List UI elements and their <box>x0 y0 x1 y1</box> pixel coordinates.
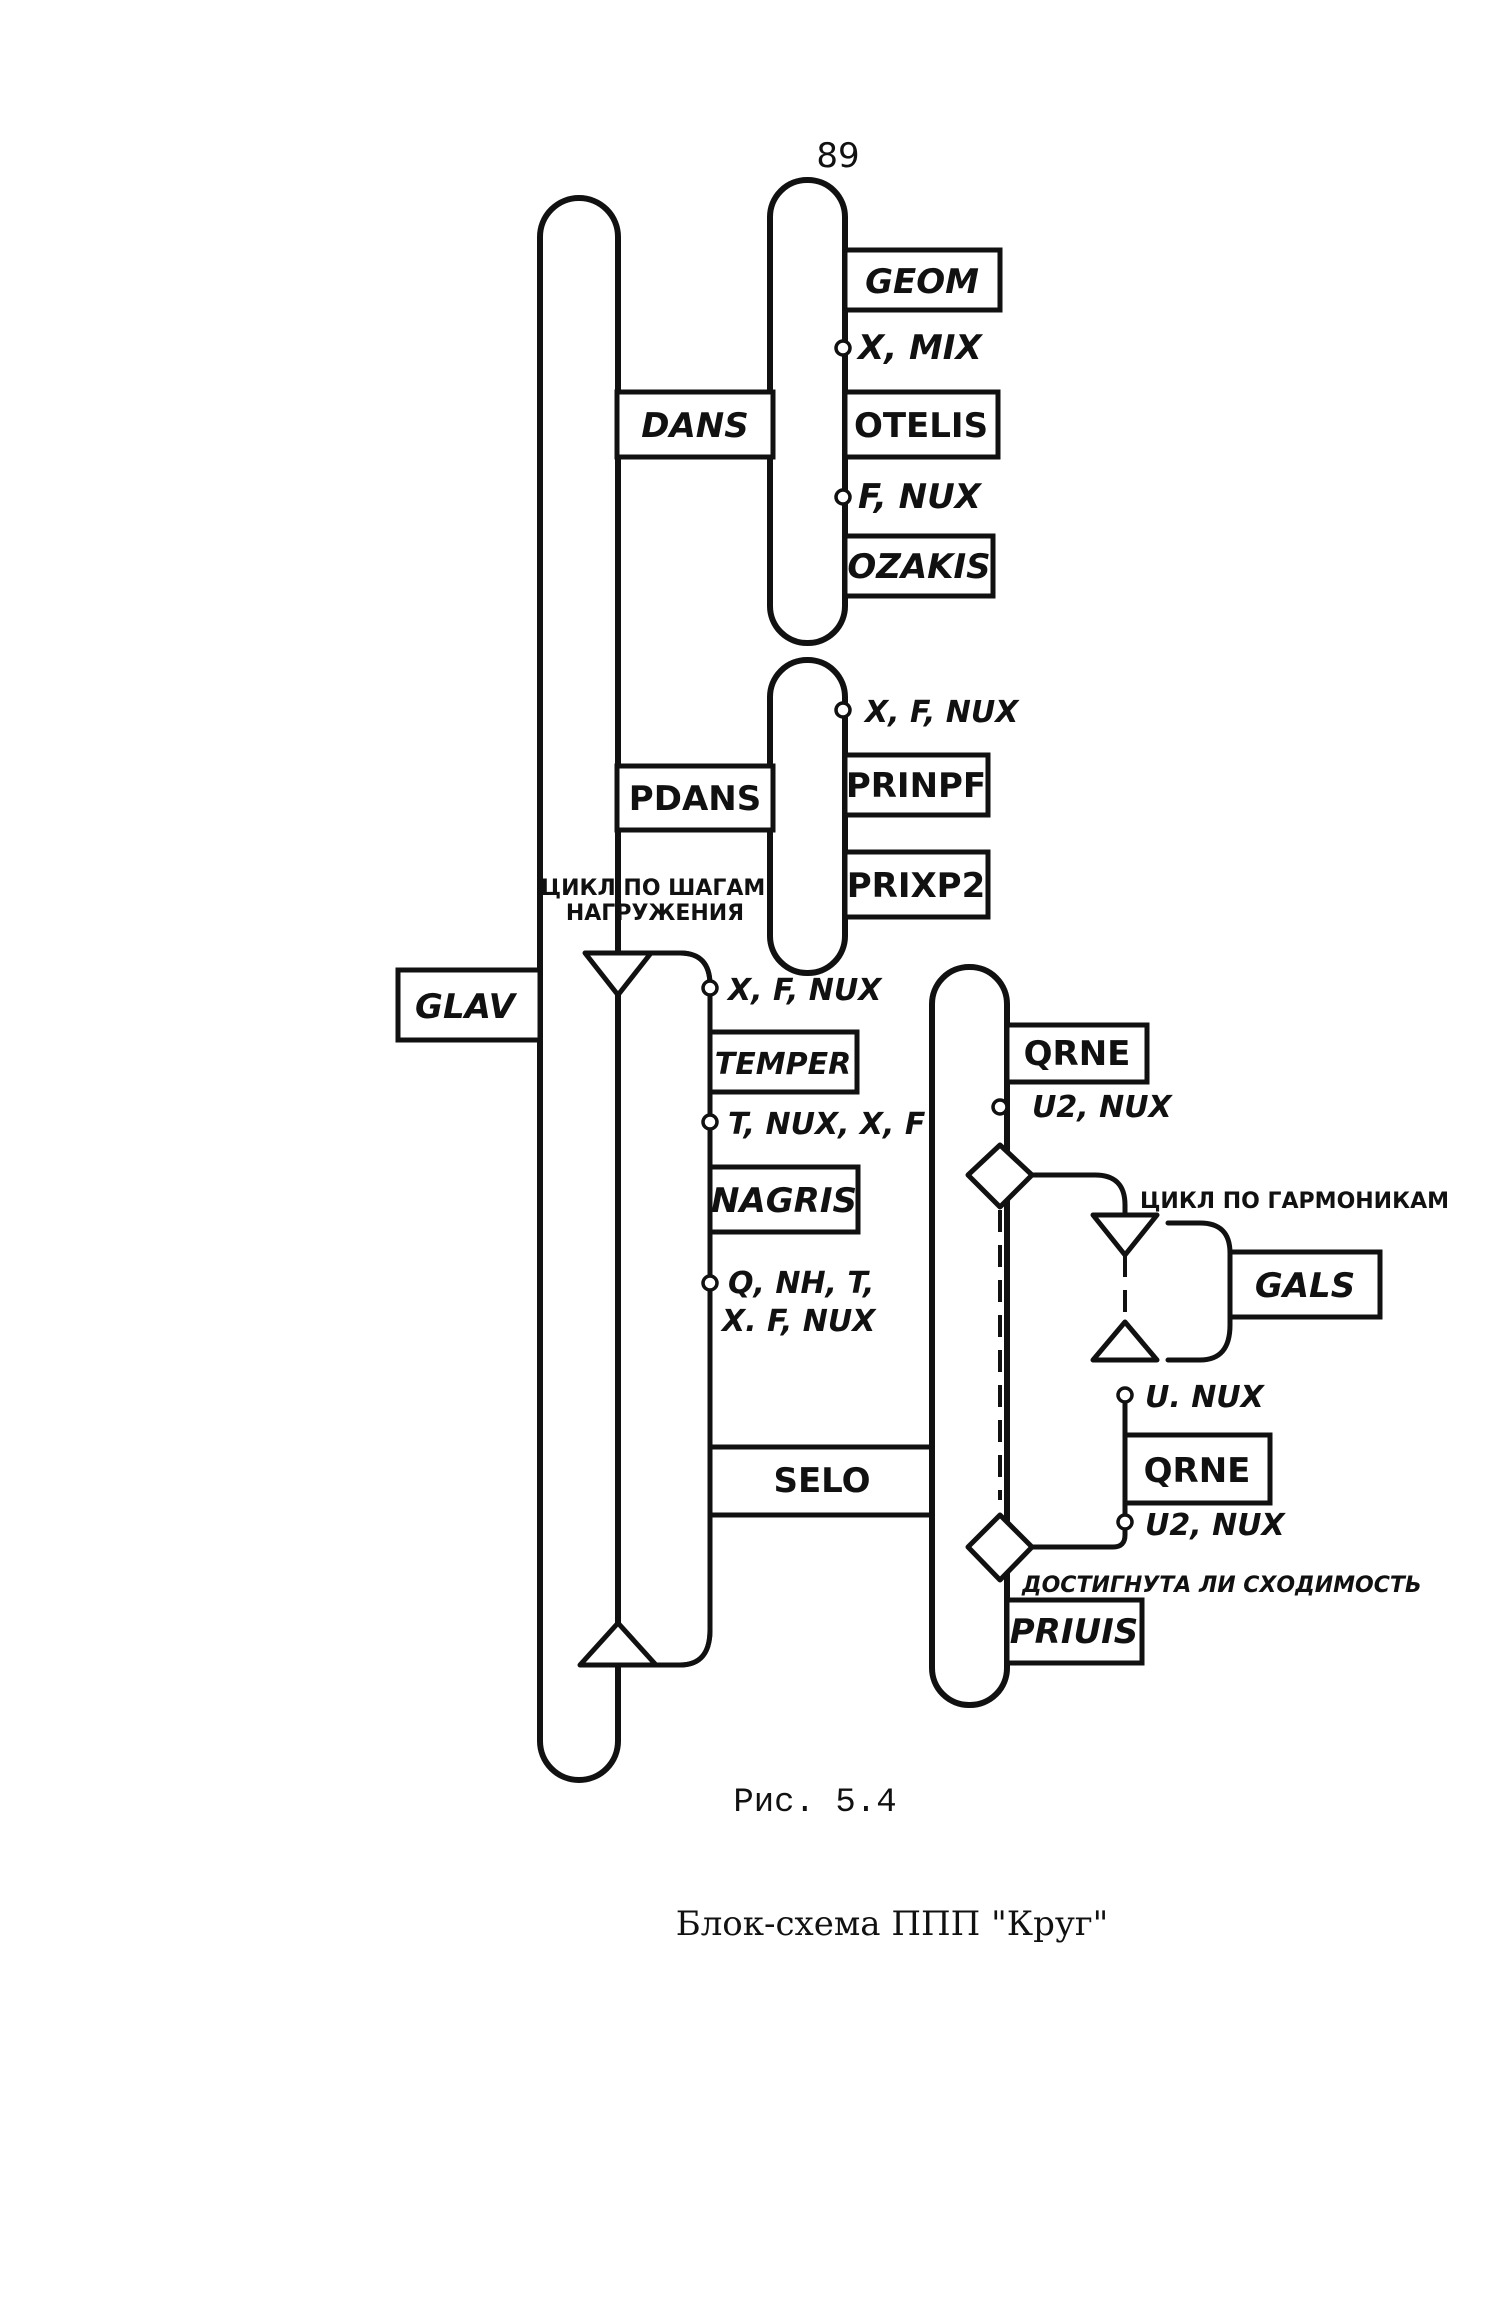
block-prinpf: PRINPF <box>842 752 991 818</box>
loop-end-triangle <box>577 1620 659 1668</box>
block-prixp2-label: PRIXP2 <box>847 866 986 906</box>
block-nagris: NAGRIS <box>707 1164 861 1235</box>
selo-module <box>929 964 1010 1708</box>
param-u2-nux-top: U2, NUX <box>1032 1090 1174 1125</box>
port-dot <box>834 488 852 506</box>
block-dans-label: DANS <box>641 406 748 446</box>
figure-title: Блок-схема ППП "Круг" <box>676 1904 1109 1944</box>
param-x-f-nux-glav: X, F, NUX <box>726 973 883 1008</box>
block-qrne-top-label: QRNE <box>1024 1034 1131 1074</box>
block-otelis: OTELIS <box>842 389 1001 460</box>
param-f-nux: F, NUX <box>858 477 983 517</box>
block-selo: SELO <box>773 1461 870 1501</box>
block-priuis-label: PRIUIS <box>1010 1612 1139 1652</box>
block-priuis: PRIUIS <box>1004 1597 1145 1666</box>
port-dot <box>834 701 852 719</box>
glav-module <box>537 195 621 1783</box>
figure-caption: Рис. 5.4 <box>733 1784 896 1822</box>
note-convergence: ДОСТИГНУТА ЛИ СХОДИМОСТЬ <box>1021 1573 1422 1598</box>
block-ozakis-label: OZAKIS <box>847 547 990 587</box>
block-glav: GLAV <box>395 967 543 1043</box>
block-gals: GALS <box>1227 1249 1383 1320</box>
param-x-f-nux-pdans: X, F, NUX <box>863 695 1020 730</box>
port-dot <box>991 1098 1009 1116</box>
decision-diamond-bottom <box>965 1512 1035 1583</box>
block-prixp2: PRIXP2 <box>842 849 991 920</box>
note-load-loop-line1: ЦИКЛ ПО ШАГАМ <box>541 876 766 901</box>
param-t-nux-x-f: T, NUX, X, F <box>728 1107 926 1142</box>
block-dans: DANS <box>614 389 776 460</box>
port-dot <box>701 979 719 997</box>
block-qrne-top: QRNE <box>1004 1022 1150 1085</box>
block-otelis-label: OTELIS <box>854 406 988 446</box>
pdans-module <box>767 657 848 976</box>
dans-module <box>767 177 848 646</box>
page-number: 89 <box>816 136 859 176</box>
param-q-nh-t-line1: Q, NH, T, <box>728 1266 874 1301</box>
block-geom-label: GEOM <box>865 262 979 302</box>
port-dot <box>1116 1386 1134 1404</box>
harmonic-loop-start-triangle <box>1090 1212 1160 1258</box>
param-x-mix: X, MIX <box>856 328 983 368</box>
harmonic-loop-end-triangle <box>1090 1319 1160 1363</box>
block-nagris-label: NAGRIS <box>711 1181 857 1221</box>
block-geom: GEOM <box>842 247 1003 313</box>
port-dot <box>834 339 852 357</box>
decision-diamond-top <box>965 1142 1035 1210</box>
port-dot <box>701 1113 719 1131</box>
port-dot <box>1116 1513 1134 1531</box>
param-u2-nux-bottom: U2, NUX <box>1145 1508 1287 1543</box>
note-load-loop-line2: НАГРУЖЕНИЯ <box>566 901 744 926</box>
block-gals-label: GALS <box>1255 1266 1355 1306</box>
block-temper: TEMPER <box>707 1029 860 1095</box>
param-q-nh-t-line2: X. F, NUX <box>720 1304 877 1339</box>
block-qrne-bottom: QRNE <box>1122 1432 1273 1506</box>
block-pdans: PDANS <box>614 763 776 833</box>
block-ozakis: OZAKIS <box>842 533 996 599</box>
block-glav-label: GLAV <box>415 987 518 1027</box>
param-u-nux: U. NUX <box>1145 1380 1266 1415</box>
block-pdans-label: PDANS <box>629 779 761 819</box>
note-harmonic-loop: ЦИКЛ ПО ГАРМОНИКАМ <box>1140 1189 1449 1214</box>
block-prinpf-label: PRINPF <box>846 766 986 806</box>
block-selo-label: SELO <box>773 1461 870 1501</box>
loop-start-triangle <box>582 950 654 998</box>
block-qrne-bottom-label: QRNE <box>1144 1451 1251 1491</box>
block-temper-label: TEMPER <box>715 1047 851 1082</box>
port-dot <box>701 1274 719 1292</box>
